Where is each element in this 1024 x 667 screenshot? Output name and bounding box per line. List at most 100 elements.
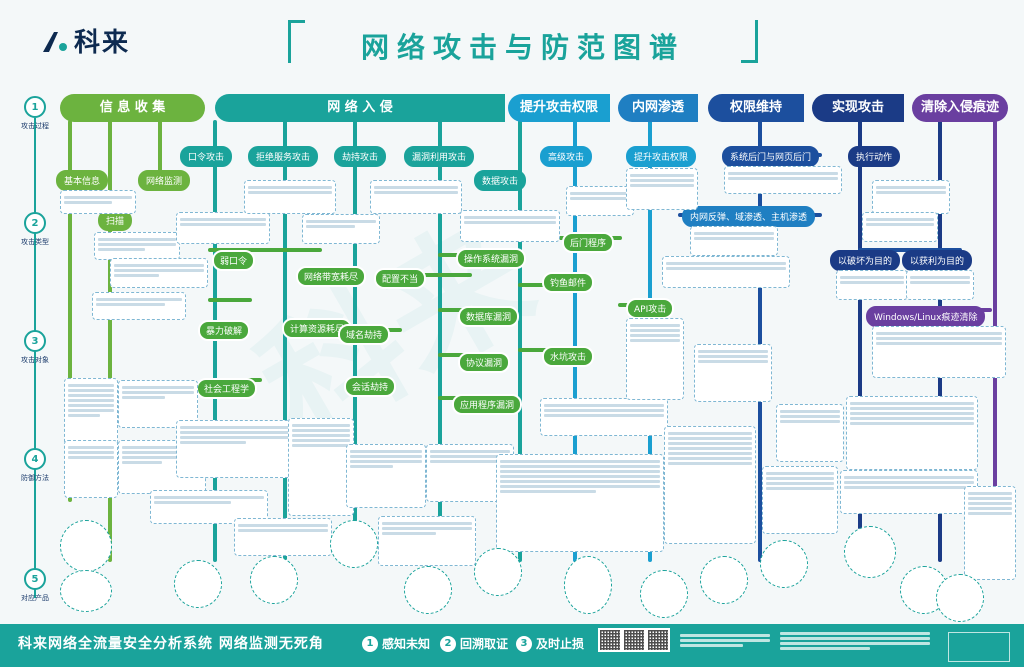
node-vuln-exploit[interactable]: 漏洞利用攻击 xyxy=(404,146,475,167)
rail-item-attack-type: 2 攻击类型 xyxy=(14,212,56,247)
node-dos-attack[interactable]: 拒绝服务攻击 xyxy=(248,146,319,167)
phase-cleanup[interactable]: 清除入侵痕迹 xyxy=(912,94,1008,122)
note-attack-defense xyxy=(846,396,978,470)
note-dos-defense xyxy=(288,418,354,516)
note-intranet xyxy=(662,256,790,288)
node-trace-cleanup[interactable]: Windows/Linux痕迹清除 xyxy=(866,306,986,327)
note-hijack xyxy=(302,214,380,244)
product-circle xyxy=(760,540,808,588)
product-circle xyxy=(330,520,378,568)
note-destroy xyxy=(836,270,908,300)
node-app-vuln[interactable]: 应用程序漏洞 xyxy=(452,394,523,415)
node-profit-purpose[interactable]: 以获利为目的 xyxy=(902,250,973,271)
node-basic-info[interactable]: 基本信息 xyxy=(56,170,109,191)
note-intranet-2 xyxy=(690,226,778,256)
brand-name: 科来 xyxy=(74,28,131,58)
node-destroy-purpose[interactable]: 以破坏为目的 xyxy=(830,250,901,271)
qr-code-icon xyxy=(622,628,646,652)
note-password xyxy=(176,212,270,244)
node-execute[interactable]: 执行动作 xyxy=(848,146,901,167)
note-advanced-target xyxy=(540,398,668,436)
note-dos xyxy=(244,180,336,214)
note-cleanup xyxy=(872,326,1006,378)
node-backdoor-web[interactable]: 系统后门与网页后门 xyxy=(722,146,820,167)
product-circle xyxy=(700,556,748,604)
footer-contact xyxy=(680,632,770,649)
title-frame: 网络攻击与防范图谱 xyxy=(288,14,758,64)
product-circle xyxy=(640,570,688,618)
product-circle xyxy=(844,526,896,578)
phase-execute-attack[interactable]: 实现攻击 xyxy=(812,94,904,122)
product-circle xyxy=(474,548,522,596)
note-backdoor-web xyxy=(724,166,842,194)
note-vuln xyxy=(370,180,462,214)
node-hijack-attack[interactable]: 劫持攻击 xyxy=(334,146,387,167)
note-defense-left xyxy=(64,440,118,498)
phase-network-intrusion[interactable]: 网 络 入 侵 xyxy=(215,94,505,122)
node-watering-hole[interactable]: 水坑攻击 xyxy=(542,346,595,367)
note-dos-product xyxy=(234,518,332,556)
node-backdoor[interactable]: 后门程序 xyxy=(562,232,615,253)
qr-code-icon xyxy=(646,628,670,652)
footer-step-2: 2 回溯取证 xyxy=(440,635,508,652)
footer-legend xyxy=(948,632,1010,662)
product-circle xyxy=(60,520,112,572)
phase-info-gathering[interactable]: 信 息 收 集 xyxy=(60,94,205,122)
node-advanced-attack[interactable]: 高级攻击 xyxy=(540,146,593,167)
footer-step-3: 3 及时止损 xyxy=(516,635,584,652)
note-execute xyxy=(872,180,950,214)
note-scan xyxy=(94,232,180,260)
product-circle xyxy=(60,570,112,612)
note-data-attack xyxy=(460,210,560,242)
node-dns-hijack[interactable]: 域名劫持 xyxy=(338,324,391,345)
node-privilege-escalation[interactable]: 提升攻击权限 xyxy=(626,146,697,167)
node-weak-password[interactable]: 弱口令 xyxy=(212,250,256,271)
node-compute-exhaust[interactable]: 计算资源耗尽 xyxy=(282,318,353,339)
product-circle xyxy=(404,566,452,614)
phase-lateral-movement[interactable]: 内网渗透 xyxy=(618,94,698,122)
note-scan-3 xyxy=(92,292,186,320)
node-os-vuln[interactable]: 操作系统漏洞 xyxy=(456,248,527,269)
node-api-attack[interactable]: API攻击 xyxy=(626,298,675,319)
node-social-engineering[interactable]: 社会工程学 xyxy=(196,378,258,399)
footer-slogan: 科来网络全流量安全分析系统 网络监测无死角 xyxy=(18,636,324,652)
note-privilege xyxy=(626,168,698,210)
node-bandwidth-flood[interactable]: 网络带宽耗尽 xyxy=(296,266,367,287)
note-execute-2 xyxy=(862,212,938,242)
node-phishing[interactable]: 钓鱼邮件 xyxy=(542,272,595,293)
product-circle xyxy=(564,556,612,614)
product-circle xyxy=(250,556,298,604)
product-circle xyxy=(936,574,984,622)
note-persistence-defense xyxy=(762,466,838,534)
note-advanced-defense xyxy=(496,454,664,552)
node-config-error[interactable]: 配置不当 xyxy=(374,268,427,289)
footer-step-1: 1 感知未知 xyxy=(362,635,430,652)
note-vuln-product xyxy=(378,516,476,566)
node-db-vuln[interactable]: 数据库漏洞 xyxy=(458,306,520,327)
note-intranet-target xyxy=(694,344,772,402)
note-api xyxy=(626,318,684,400)
note-scan-2 xyxy=(110,258,208,288)
note-advanced xyxy=(566,186,634,216)
phase-privilege-escalation[interactable]: 提升攻击权限 xyxy=(508,94,610,122)
product-circle xyxy=(174,560,222,608)
rail-item-products: 5 对应产品 xyxy=(14,568,56,603)
note-cleanup-defense xyxy=(964,486,1016,580)
logo-mark-icon xyxy=(43,31,67,52)
phase-persistence[interactable]: 权限维持 xyxy=(708,94,804,122)
note-profit xyxy=(906,270,974,300)
rail-item-attack-process: 1 攻击过程 xyxy=(14,96,56,131)
node-data-attack[interactable]: 数据攻击 xyxy=(474,170,527,191)
page-title: 网络攻击与防范图谱 xyxy=(360,31,685,64)
rail-line xyxy=(34,118,36,598)
node-network-monitor[interactable]: 网络监测 xyxy=(138,170,191,191)
note-attack-defense-2 xyxy=(840,470,978,514)
node-protocol-vuln[interactable]: 协议漏洞 xyxy=(458,352,511,373)
note-password-defense xyxy=(176,420,294,478)
node-password-attack[interactable]: 口令攻击 xyxy=(180,146,233,167)
note-privilege-defense xyxy=(664,426,756,544)
node-session-hijack[interactable]: 会话劫持 xyxy=(344,376,397,397)
node-brute-force[interactable]: 暴力破解 xyxy=(198,320,251,341)
qr-code-icon xyxy=(598,628,622,652)
node-intranet-pivot[interactable]: 内网反弹、域渗透、主机渗透 xyxy=(682,206,816,227)
